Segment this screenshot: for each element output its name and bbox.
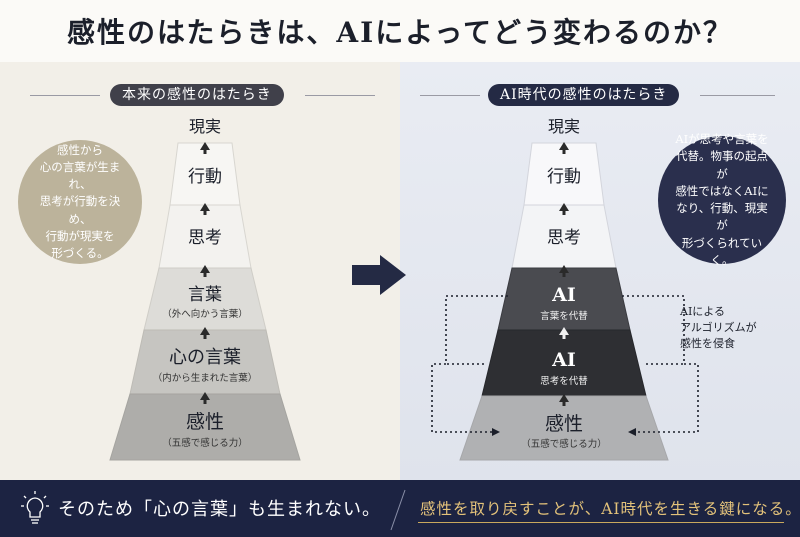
left-arrow-icon <box>200 203 210 211</box>
right-explanation-bubble: AIが思考や言葉を 代替。物事の起点が 感性ではなくAIに なり、行動、現実が … <box>658 132 786 267</box>
right-tier-sub: 言葉を代替 <box>540 310 588 322</box>
right-label-rule-left <box>420 95 480 96</box>
left-arrow-stem <box>203 210 207 215</box>
right-arrow-icon <box>559 394 569 402</box>
left-tier-label: 心の言葉 <box>169 347 241 368</box>
right-pyramid: 現実 行動 思考 AI 言葉を代替 AI 思考を代替 感性 （五感で感じる力） <box>431 117 699 461</box>
left-arrow-icon <box>200 142 210 150</box>
left-tier-sensibility <box>109 393 301 461</box>
left-tier-sub: （内から生まれた言葉） <box>153 372 258 384</box>
right-arrow-icon <box>559 142 569 150</box>
encroach-arrow-right-icon <box>628 428 636 436</box>
right-tier-label: AI <box>551 284 576 306</box>
lightbulb-icon <box>21 491 49 524</box>
page-title: 感性のはたらきは、AIによってどう変わるのか？ <box>66 16 734 49</box>
left-arrow-stem <box>203 272 207 277</box>
right-section-label: AI時代の感性のはたらき <box>488 84 680 106</box>
right-tier-label: AI <box>551 349 576 371</box>
big-right-arrow-icon <box>352 255 406 295</box>
left-arrow-stem <box>203 149 207 154</box>
left-tier-sub: （五感で感じる力） <box>162 437 248 449</box>
left-arrow-icon <box>200 392 210 400</box>
left-label-rule-left <box>30 95 100 96</box>
left-tier-label: 感性 <box>186 411 224 433</box>
right-tier-label: 行動 <box>547 167 581 187</box>
right-bubble-text: AIが思考や言葉を 代替。物事の起点が 感性ではなくAIに なり、行動、現実が … <box>675 132 769 267</box>
left-arrow-icon <box>200 265 210 273</box>
left-tier-sub: （外へ向かう言葉） <box>162 308 248 320</box>
left-tier-label: 行動 <box>188 167 222 187</box>
encroach-dotted-right <box>622 295 699 433</box>
left-label-rule-right <box>305 95 375 96</box>
right-arrow-stem <box>562 210 566 215</box>
left-arrow-stem <box>203 399 207 404</box>
left-tier-label: 思考 <box>188 228 222 248</box>
left-arrow-stem <box>203 334 207 339</box>
footer-left-message: そのため「心の言葉」も生まれない。 <box>58 499 381 520</box>
left-pyramid: 現実 行動 思考 言葉 （外へ向かう言葉） 心の言葉 （内から生まれた言葉） 感… <box>109 117 301 461</box>
footer-bar <box>0 480 800 537</box>
right-tier-label: 感性 <box>545 413 583 435</box>
right-tier-sub: 思考を代替 <box>540 375 588 387</box>
footer-divider <box>390 489 406 531</box>
left-arrow-icon <box>200 327 210 335</box>
right-arrow-icon <box>559 203 569 211</box>
encroach-arrow-left-icon <box>492 428 500 436</box>
left-top-label: 現実 <box>189 117 221 136</box>
left-tier-label: 言葉 <box>188 285 222 305</box>
ai-encroach-note: AIによる アルゴリズムが 感性を侵食 <box>680 305 757 350</box>
left-explanation-bubble: 感性から 心の言葉が生まれ、 思考が行動を決め、 行動が現実を 形づくる。 <box>18 140 142 264</box>
footer-right-message: 感性を取り戻すことが、AI時代を生きる鍵になる。 <box>420 500 800 518</box>
right-top-label: 現実 <box>548 117 580 136</box>
encroach-dotted-left <box>431 295 508 433</box>
right-arrow-stem <box>562 401 566 406</box>
right-tier-sensibility <box>459 395 669 461</box>
right-label-rule-right <box>700 95 775 96</box>
right-arrow-icon <box>559 327 569 335</box>
title-bar: 感性のはたらきは、AIによってどう変わるのか？ <box>0 0 800 62</box>
footer-gold-underline <box>418 522 784 523</box>
left-bubble-text: 感性から 心の言葉が生まれ、 思考が行動を決め、 行動が現実を 形づくる。 <box>39 142 121 261</box>
right-arrow-icon <box>559 265 569 273</box>
left-section-label: 本来の感性のはたらき <box>110 84 284 106</box>
right-arrow-stem <box>562 149 566 154</box>
right-arrow-stem <box>562 334 566 339</box>
right-arrow-stem <box>562 272 566 277</box>
right-tier-label: 思考 <box>547 228 581 248</box>
right-tier-sub: （五感で感じる力） <box>521 438 607 450</box>
